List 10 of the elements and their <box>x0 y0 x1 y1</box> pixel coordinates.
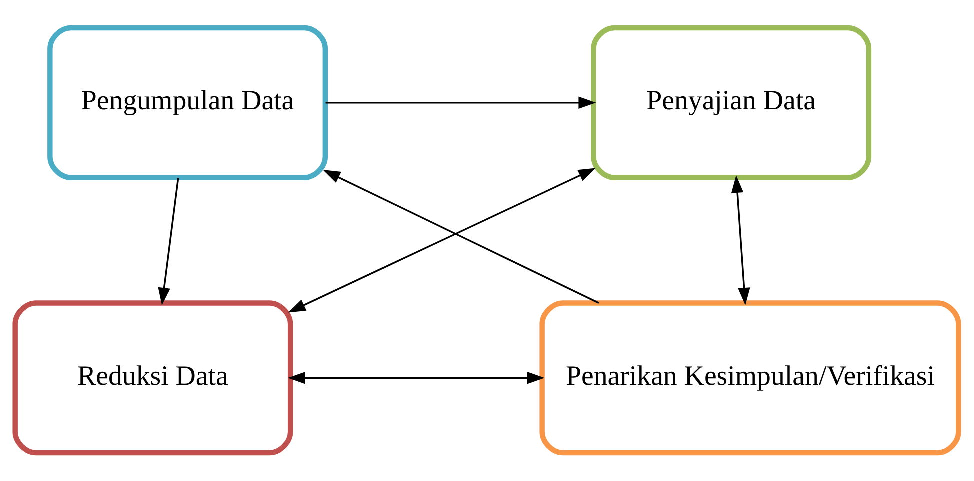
arrow <box>326 96 596 109</box>
arrow <box>158 178 180 306</box>
node-box: Reduksi Data <box>12 300 294 456</box>
arrow <box>323 170 600 304</box>
arrow <box>288 372 545 384</box>
node-box: Penarikan Kesimpulan/Verifikasi <box>540 300 962 456</box>
node-box: Penyajian Data <box>591 25 872 180</box>
arrow <box>731 176 750 306</box>
arrow <box>288 168 596 313</box>
node-box: Pengumpulan Data <box>48 25 328 180</box>
